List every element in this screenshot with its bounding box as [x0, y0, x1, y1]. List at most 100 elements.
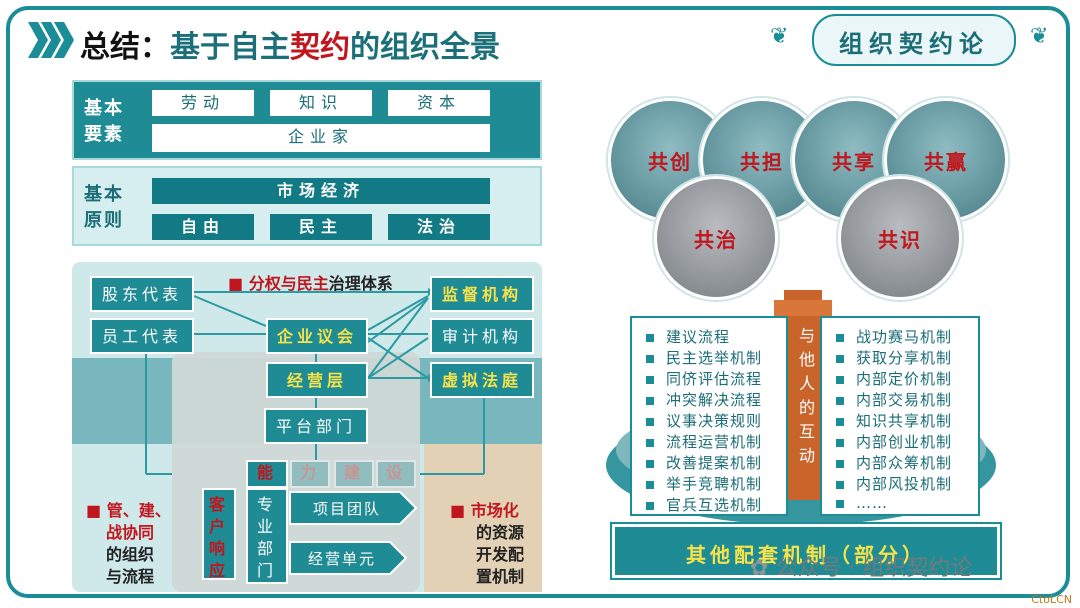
arrow-shapes: [289, 491, 418, 575]
element-capital: 资本: [388, 90, 490, 116]
title-part2: 基于自主: [170, 30, 290, 65]
element-entrepreneur: 企业家: [152, 124, 490, 152]
left-mechanism-list: 建议流程 民主选举机制 同侪评估流程 冲突解决流程 议事决策规则 流程运营机制 …: [630, 316, 788, 516]
professional-dept-column: 专 业 部 门: [246, 488, 288, 584]
swirl-left-icon: ❦: [770, 24, 789, 49]
middle-char-4: 的: [798, 398, 815, 417]
bullet-icon: [646, 355, 654, 363]
node-audit: 审计机构: [430, 318, 534, 354]
left-line-3: 的组织: [106, 545, 155, 564]
swirl-right-icon: ❦: [1030, 24, 1049, 49]
node-employee-rep: 员工代表: [90, 318, 194, 354]
list-item: 流程运营机制: [646, 431, 762, 452]
list-item-text: 流程运营机制: [666, 433, 763, 451]
wechat-icon: ✿: [750, 556, 769, 581]
node-enterprise-council: 企业议会: [266, 318, 368, 354]
supporting-mechanisms-bar: 其他配套机制（部分）: [612, 524, 1000, 578]
node-supervision: 监督机构: [430, 276, 534, 312]
bullet-icon: [836, 418, 844, 426]
element-knowledge: 知识: [270, 90, 372, 116]
bullet-icon: [646, 334, 654, 342]
list-item: 民主选举机制: [646, 347, 762, 368]
right-line-2: 的资源: [476, 523, 525, 542]
customer-char-1: 客: [208, 495, 229, 514]
node-platform: 平台部门: [264, 408, 368, 444]
governance-title-black: 治理体系: [328, 274, 393, 293]
list-item: 举手竞聘机制: [646, 473, 762, 494]
middle-char-2: 他: [798, 350, 815, 369]
governance-title: ■ 分权与民主治理体系: [228, 270, 393, 294]
bullet-icon: [646, 439, 654, 447]
list-item: 议事决策规则: [646, 410, 762, 431]
interaction-vertical-text: 与 他 人 的 互 动: [796, 324, 818, 468]
bullet-icon: [836, 355, 844, 363]
project-team-label: 项目团队: [312, 500, 381, 518]
middle-char-1: 与: [798, 326, 815, 345]
title-part3: 契约: [290, 30, 350, 65]
circle-co-govern: 共治: [654, 176, 778, 300]
right-line-1: ■ 市场化: [450, 500, 524, 522]
customer-response-column: 客 户 响 应: [202, 488, 236, 580]
bullet-icon: [646, 460, 654, 468]
professional-char-3: 部: [256, 539, 277, 558]
right-line-3: 开发配: [476, 545, 525, 564]
professional-char-2: 业: [256, 517, 277, 536]
list-item-text: ……: [856, 494, 888, 512]
label-line2: 要素: [84, 124, 124, 145]
bullet-icon: [646, 481, 654, 489]
basic-principles-panel: 基本 原则 市场经济 自由 民主 法治: [72, 166, 542, 246]
right-side-text: ■ 市场化 的资源 开发配 置机制: [450, 500, 524, 588]
left-line-1-text: 管、建、: [106, 501, 171, 520]
business-unit-label: 经营单元: [307, 550, 376, 568]
customer-char-3: 响: [208, 539, 229, 558]
label-line2: 原则: [84, 210, 124, 231]
bullet-icon: [836, 439, 844, 447]
list-item: 战功赛马机制: [836, 326, 952, 347]
left-line-4: 与流程: [106, 567, 155, 586]
list-item: 冲突解决流程: [646, 389, 762, 410]
bullet-icon: [646, 376, 654, 384]
bullet-icon: [836, 460, 844, 468]
bullet-icon: [646, 502, 654, 510]
list-item: 获取分享机制: [836, 347, 952, 368]
title-part4: 的组织全景: [350, 30, 500, 65]
capability-char-3: 建: [334, 460, 374, 488]
list-item-text: 内部定价机制: [856, 370, 953, 388]
label-line1: 基本: [84, 98, 124, 119]
brand-badge: 组织契约论: [812, 14, 1016, 66]
list-item-text: 官兵互选机制: [666, 496, 763, 514]
list-item-text: 内部创业机制: [856, 433, 953, 451]
node-shareholder-rep: 股东代表: [90, 276, 194, 312]
list-item-text: 战功赛马机制: [856, 328, 953, 346]
list-item-text: 建议流程: [666, 328, 731, 346]
page-title: 总结：基于自主契约的组织全景: [80, 22, 500, 66]
watermark: ✿ 公众号 · 组织契约论: [750, 550, 972, 582]
list-item-text: 内部风投机制: [856, 475, 953, 493]
list-item-text: 同侪评估流程: [666, 370, 763, 388]
middle-char-5: 互: [798, 422, 815, 441]
list-item: 内部众筹机制: [836, 452, 952, 473]
right-line-4: 置机制: [476, 567, 525, 586]
list-item: 内部定价机制: [836, 368, 952, 389]
chevrons-icon: [28, 22, 74, 58]
middle-char-6: 动: [798, 446, 815, 465]
list-item: 内部创业机制: [836, 431, 952, 452]
list-item-text: 民主选举机制: [666, 349, 763, 367]
bullet-icon: [836, 481, 844, 489]
bullet-icon: [836, 500, 844, 508]
label-line1: 基本: [84, 184, 124, 205]
list-item-text: 内部交易机制: [856, 391, 953, 409]
watermark-text: 公众号 · 组织契约论: [775, 556, 973, 581]
list-item-text: 举手竞聘机制: [666, 475, 763, 493]
capability-char-1: 能: [246, 460, 288, 488]
list-item: 改善提案机制: [646, 452, 762, 473]
square-bullet-icon: ■: [450, 501, 466, 520]
bullet-icon: [836, 376, 844, 384]
list-item: ……: [836, 494, 888, 512]
basic-principles-label: 基本 原则: [84, 182, 124, 234]
circle-consensus: 共识: [838, 176, 962, 300]
list-item-text: 冲突解决流程: [666, 391, 763, 409]
basic-elements-panel: 基本 要素 劳动 知识 资本 企业家: [72, 80, 542, 160]
list-item-text: 知识共享机制: [856, 412, 953, 430]
